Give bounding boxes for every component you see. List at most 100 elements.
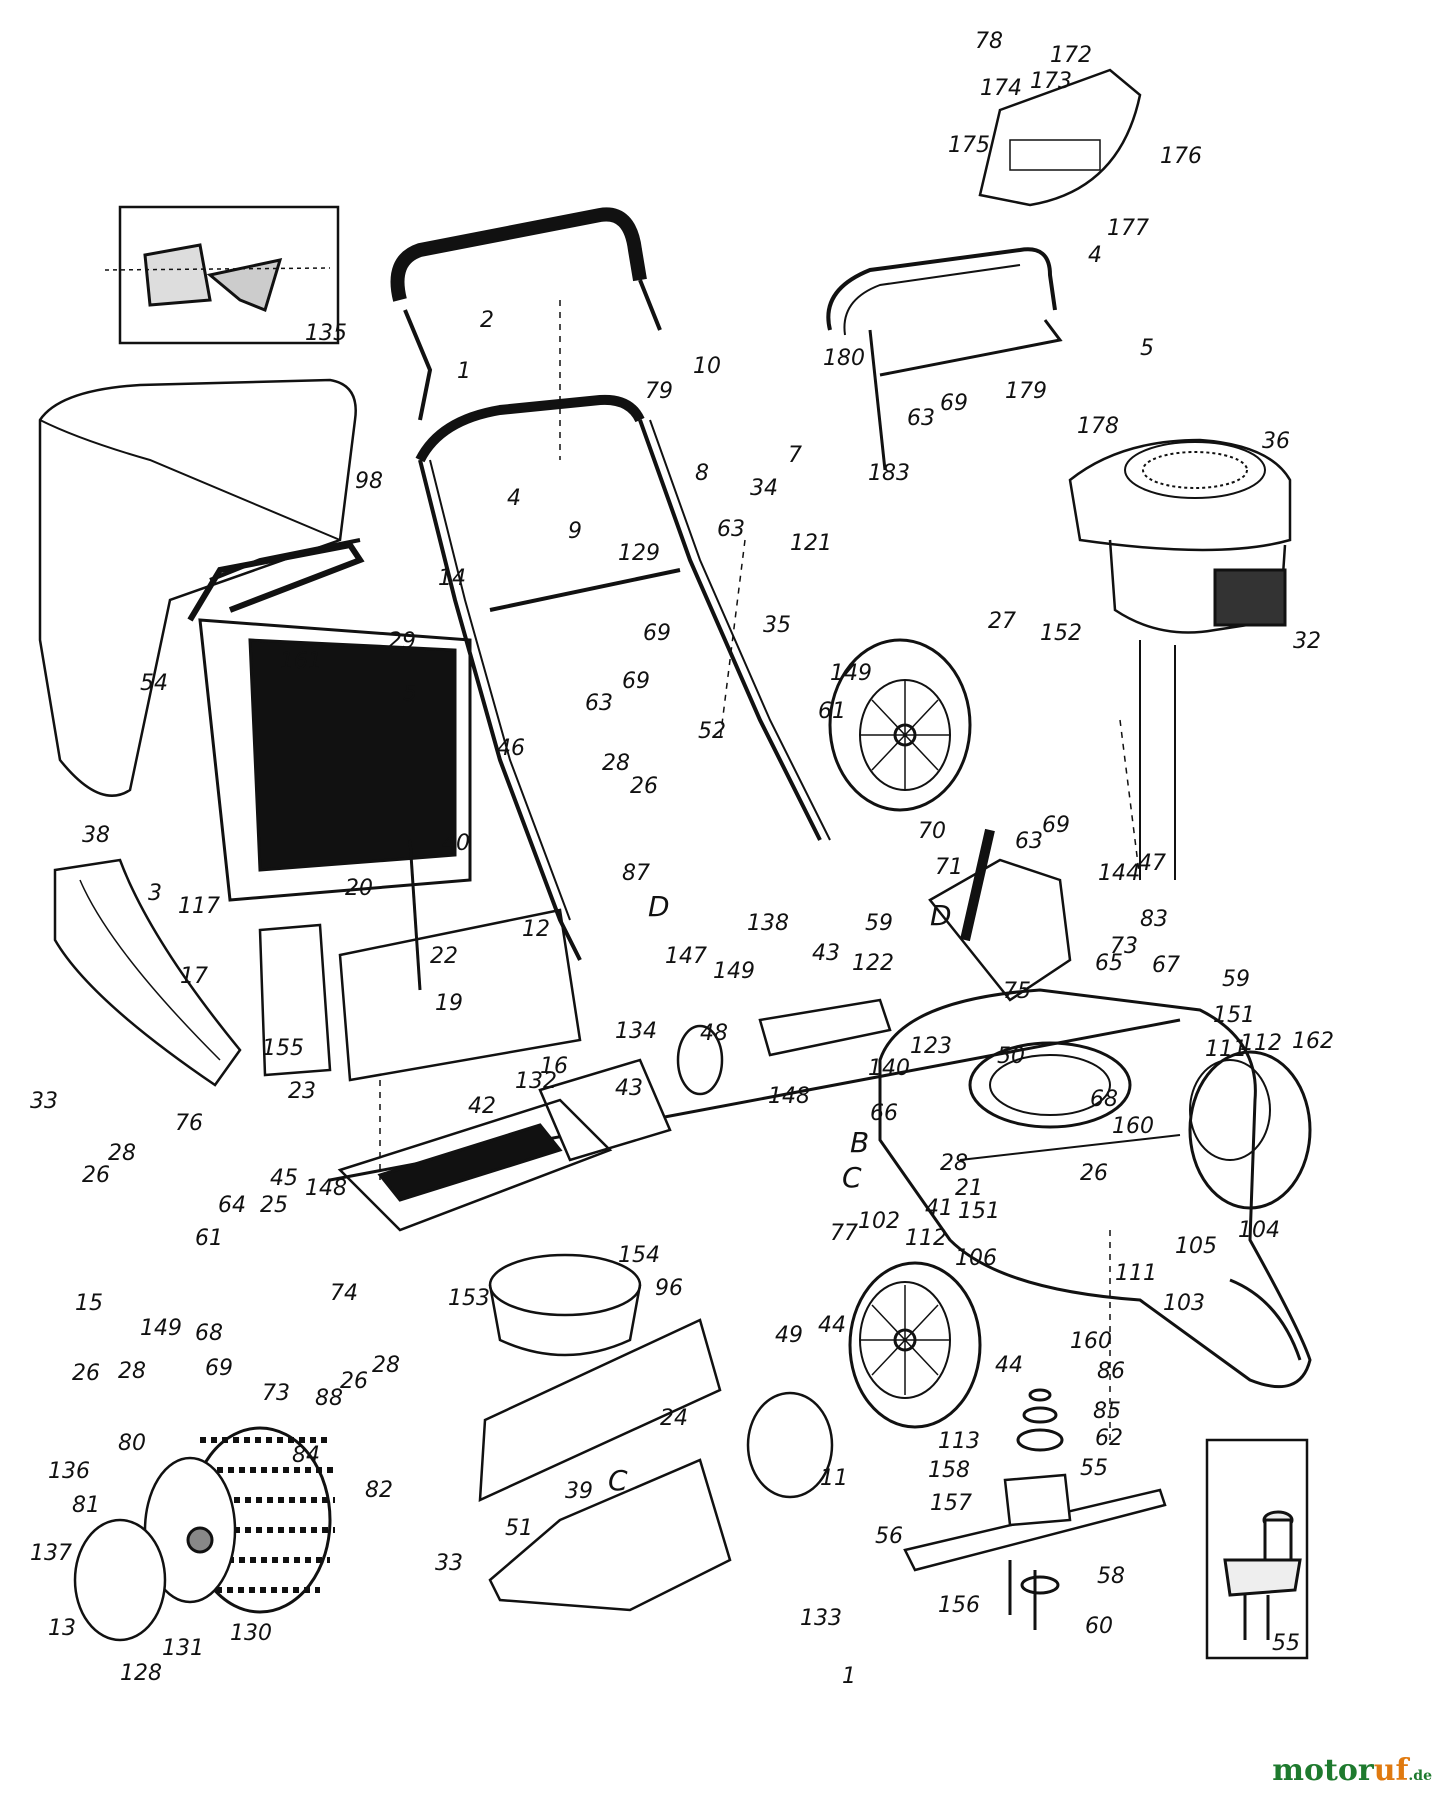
page-number: 1 [842, 1664, 856, 1689]
part-label-12: 12 [522, 917, 550, 942]
part-label-70: 70 [918, 819, 946, 844]
part-label-24: 24 [660, 1406, 688, 1431]
part-label-68: 68 [195, 1321, 223, 1346]
part-label-71: 71 [935, 855, 963, 880]
part-label-174: 174 [980, 76, 1022, 101]
part-label-80: 80 [118, 1431, 146, 1456]
part-label-42: 42 [468, 1094, 496, 1119]
part-label-128: 128 [120, 1661, 162, 1686]
part-label-63: 63 [717, 517, 745, 542]
part-label-103: 103 [1163, 1291, 1205, 1316]
part-label-62: 62 [1095, 1426, 1123, 1451]
part-label-52: 52 [698, 719, 726, 744]
part-label-9: 9 [568, 519, 582, 544]
part-label-44: 44 [818, 1313, 846, 1338]
part-label-104: 104 [1238, 1218, 1280, 1243]
part-label-33: 33 [30, 1089, 58, 1114]
part-label-157: 157 [930, 1491, 972, 1516]
part-label-138: 138 [747, 911, 789, 936]
part-label-5: 5 [403, 681, 417, 706]
part-label-149: 149 [830, 661, 872, 686]
part-label-58: 58 [1097, 1564, 1125, 1589]
inset-135-box [104, 205, 340, 345]
part-label-39: 39 [565, 1479, 593, 1504]
part-label-55: 55 [1272, 1631, 1300, 1656]
part-label-148: 148 [305, 1176, 347, 1201]
part-label-175: 175 [948, 133, 990, 158]
part-label-123: 123 [910, 1034, 952, 1059]
part-label-85: 85 [1093, 1399, 1121, 1424]
part-label-173: 173 [1030, 69, 1072, 94]
height-lever [928, 828, 1072, 1002]
part-label-69: 69 [1042, 813, 1070, 838]
part-label-149: 149 [140, 1316, 182, 1341]
part-label-113: 113 [938, 1429, 980, 1454]
part-label-176: 176 [1160, 144, 1202, 169]
part-label-73: 73 [1110, 934, 1138, 959]
part-label-162: 162 [1292, 1029, 1334, 1054]
side-chute [478, 1318, 732, 1612]
part-label-5: 5 [1140, 336, 1154, 361]
part-label-151: 151 [958, 1199, 1000, 1224]
part-label-56: 56 [875, 1524, 903, 1549]
part-label-178: 178 [1077, 414, 1119, 439]
part-label-154: 154 [618, 1243, 660, 1268]
part-label-64: 64 [218, 1193, 246, 1218]
part-label-183: 183 [868, 461, 910, 486]
part-label-4: 4 [1088, 243, 1102, 268]
part-label-75: 75 [1003, 979, 1031, 1004]
part-label-63: 63 [1015, 829, 1043, 854]
part-label-135: 135 [305, 321, 347, 346]
inset-55-box [1205, 1438, 1309, 1660]
part-label-96: 96 [655, 1276, 683, 1301]
part-label-84: 84 [292, 1443, 320, 1468]
part-label-161: 161 [280, 649, 322, 674]
part-label-23: 23 [288, 1079, 316, 1104]
part-label-65: 65 [1095, 951, 1123, 976]
part-label-50: 50 [997, 1044, 1025, 1069]
drive-wheel-82 [73, 1426, 335, 1642]
part-label-149: 149 [713, 959, 755, 984]
part-label-160: 160 [1070, 1329, 1112, 1354]
part-label-36: 36 [1262, 429, 1290, 454]
part-label-54: 54 [140, 671, 168, 696]
part-label-16: 16 [540, 1054, 568, 1079]
part-label-4: 4 [507, 486, 521, 511]
part-label-172: 172 [1050, 43, 1092, 68]
part-label-11: 11 [820, 1466, 848, 1491]
part-label-112: 112 [1240, 1031, 1282, 1056]
part-label-155: 155 [262, 1036, 304, 1061]
part-label-61: 61 [195, 1226, 223, 1251]
part-label-28: 28 [940, 1151, 968, 1176]
part-label-26: 26 [1080, 1161, 1108, 1186]
drive-axle [329, 998, 1181, 1232]
part-label-28: 28 [602, 751, 630, 776]
part-label-130: 130 [230, 1621, 272, 1646]
part-label-17: 17 [180, 964, 208, 989]
blade-56 [903, 1388, 1167, 1630]
part-label-132: 132 [515, 1069, 557, 1094]
grass-bag [38, 378, 472, 902]
part-label-158: 158 [928, 1458, 970, 1483]
part-label-D: D [930, 899, 952, 932]
part-label-79: 79 [645, 379, 673, 404]
part-label-111: 111 [1115, 1261, 1157, 1286]
part-label-28: 28 [372, 1353, 400, 1378]
part-label-140: 140 [868, 1056, 910, 1081]
part-label-147: 147 [665, 944, 707, 969]
part-label-74: 74 [330, 1281, 358, 1306]
part-label-51: 51 [505, 1516, 533, 1541]
wheel-front-113 [848, 1261, 982, 1429]
part-label-82: 82 [365, 1478, 393, 1503]
wheel-right [1188, 1050, 1312, 1210]
handle-lower [415, 394, 831, 961]
part-label-41: 41 [925, 1196, 953, 1221]
part-label-13: 13 [48, 1616, 76, 1641]
part-label-29: 29 [388, 629, 416, 654]
part-label-7: 7 [788, 443, 802, 468]
part-label-68: 68 [1090, 1087, 1118, 1112]
part-label-73: 73 [262, 1381, 290, 1406]
part-label-61: 61 [818, 699, 846, 724]
